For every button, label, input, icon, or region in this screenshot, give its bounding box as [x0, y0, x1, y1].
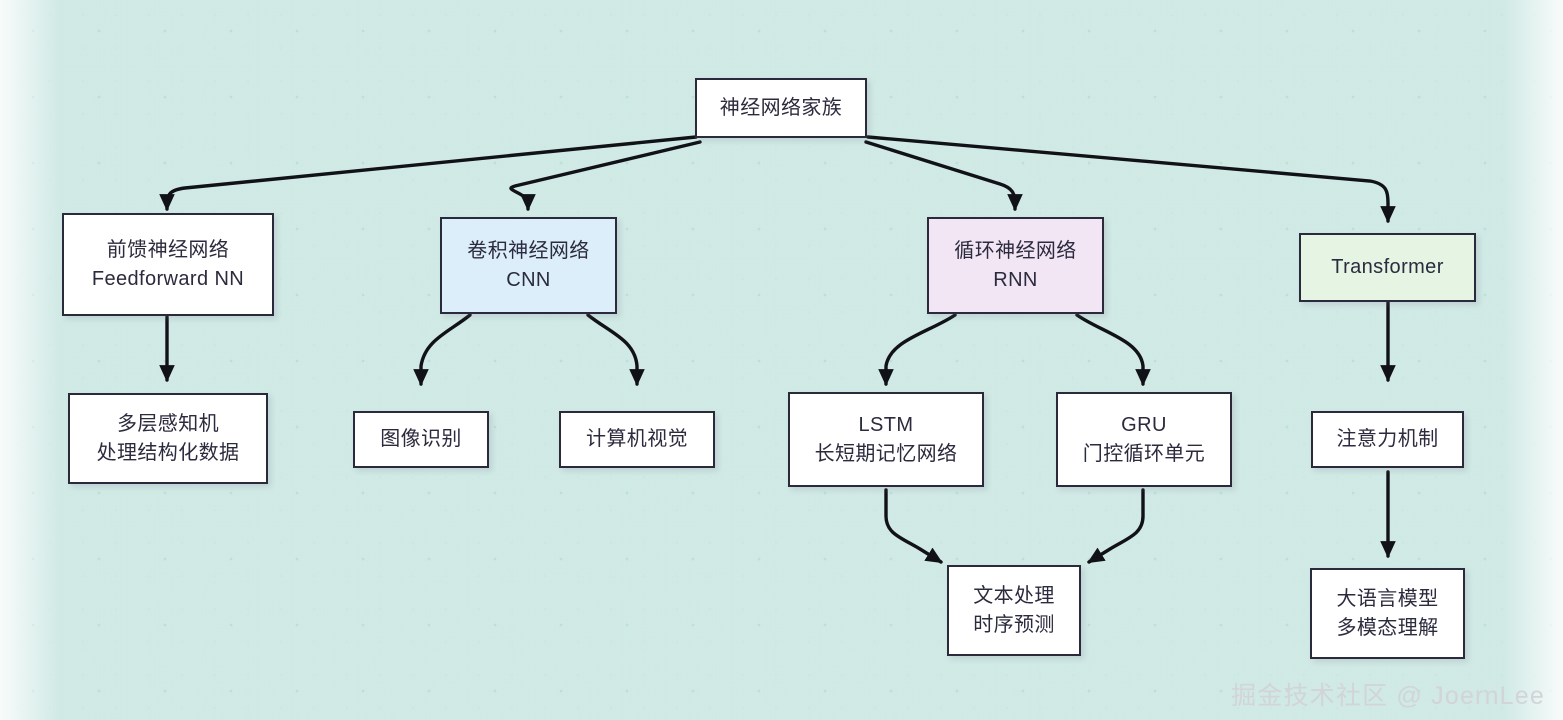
node-attention[interactable]: 注意力机制: [1311, 411, 1464, 468]
node-attention-label-1: 注意力机制: [1336, 428, 1439, 451]
node-llm-label-1: 大语言模型: [1336, 588, 1439, 611]
node-computer-vision[interactable]: 计算机视觉: [559, 411, 715, 468]
edge-lstm-text: [884, 488, 943, 564]
edge-rnn-lstm: [878, 313, 957, 387]
node-transformer-label-1: Transformer: [1331, 256, 1444, 279]
node-rnn-label-2: RNN: [993, 268, 1038, 291]
node-text-timeseries-label-2: 时序预测: [973, 613, 1055, 636]
node-cnn-label-2: CNN: [506, 268, 551, 291]
node-mlp-label-1: 多层感知机: [117, 413, 219, 436]
node-transformer[interactable]: Transformer: [1299, 233, 1476, 302]
node-text-timeseries-label-1: 文本处理: [973, 585, 1055, 608]
edge-root-transformer: [866, 135, 1396, 224]
node-gru[interactable]: GRU 门控循环单元: [1056, 392, 1232, 487]
node-root[interactable]: 神经网络家族: [695, 78, 867, 138]
node-rnn-label-1: 循环神经网络: [954, 240, 1077, 263]
edge-root-ffnn: [159, 135, 698, 212]
node-cnn[interactable]: 卷积神经网络 CNN: [440, 217, 617, 314]
node-gru-label-1: GRU: [1121, 414, 1167, 437]
node-feedforward-nn-label-2: Feedforward NN: [91, 267, 245, 290]
node-llm-label-2: 多模态理解: [1336, 616, 1439, 639]
node-cnn-label-1: 卷积神经网络: [467, 240, 590, 263]
edge-root-rnn: [864, 140, 1023, 212]
node-mlp[interactable]: 多层感知机 处理结构化数据: [68, 393, 268, 484]
node-rnn[interactable]: 循环神经网络 RNN: [927, 217, 1104, 314]
node-gru-label-2: 门控循环单元: [1082, 442, 1206, 465]
node-image-recognition[interactable]: 图像识别: [353, 411, 489, 468]
node-text-timeseries[interactable]: 文本处理 时序预测: [947, 565, 1081, 656]
node-lstm[interactable]: LSTM 长短期记忆网络: [788, 392, 984, 487]
node-llm[interactable]: 大语言模型 多模态理解: [1310, 568, 1465, 659]
edge-rnn-gru: [1075, 313, 1151, 387]
node-feedforward-nn[interactable]: 前馈神经网络 Feedforward NN: [62, 213, 274, 316]
edge-gru-text: [1087, 488, 1145, 564]
node-lstm-label-2: 长短期记忆网络: [814, 442, 958, 465]
node-lstm-label-1: LSTM: [858, 414, 914, 437]
node-image-recognition-label-1: 图像识别: [380, 428, 462, 451]
watermark: 掘金技术社区 @ JoernLee: [1231, 682, 1545, 710]
node-feedforward-nn-label-1: 前馈神经网络: [106, 239, 230, 262]
edge-cnn-image: [413, 313, 472, 387]
node-computer-vision-label-1: 计算机视觉: [586, 428, 688, 451]
node-mlp-label-2: 处理结构化数据: [96, 441, 240, 464]
node-root-label-1: 神经网络家族: [719, 96, 843, 119]
edge-cnn-cv: [586, 313, 645, 387]
